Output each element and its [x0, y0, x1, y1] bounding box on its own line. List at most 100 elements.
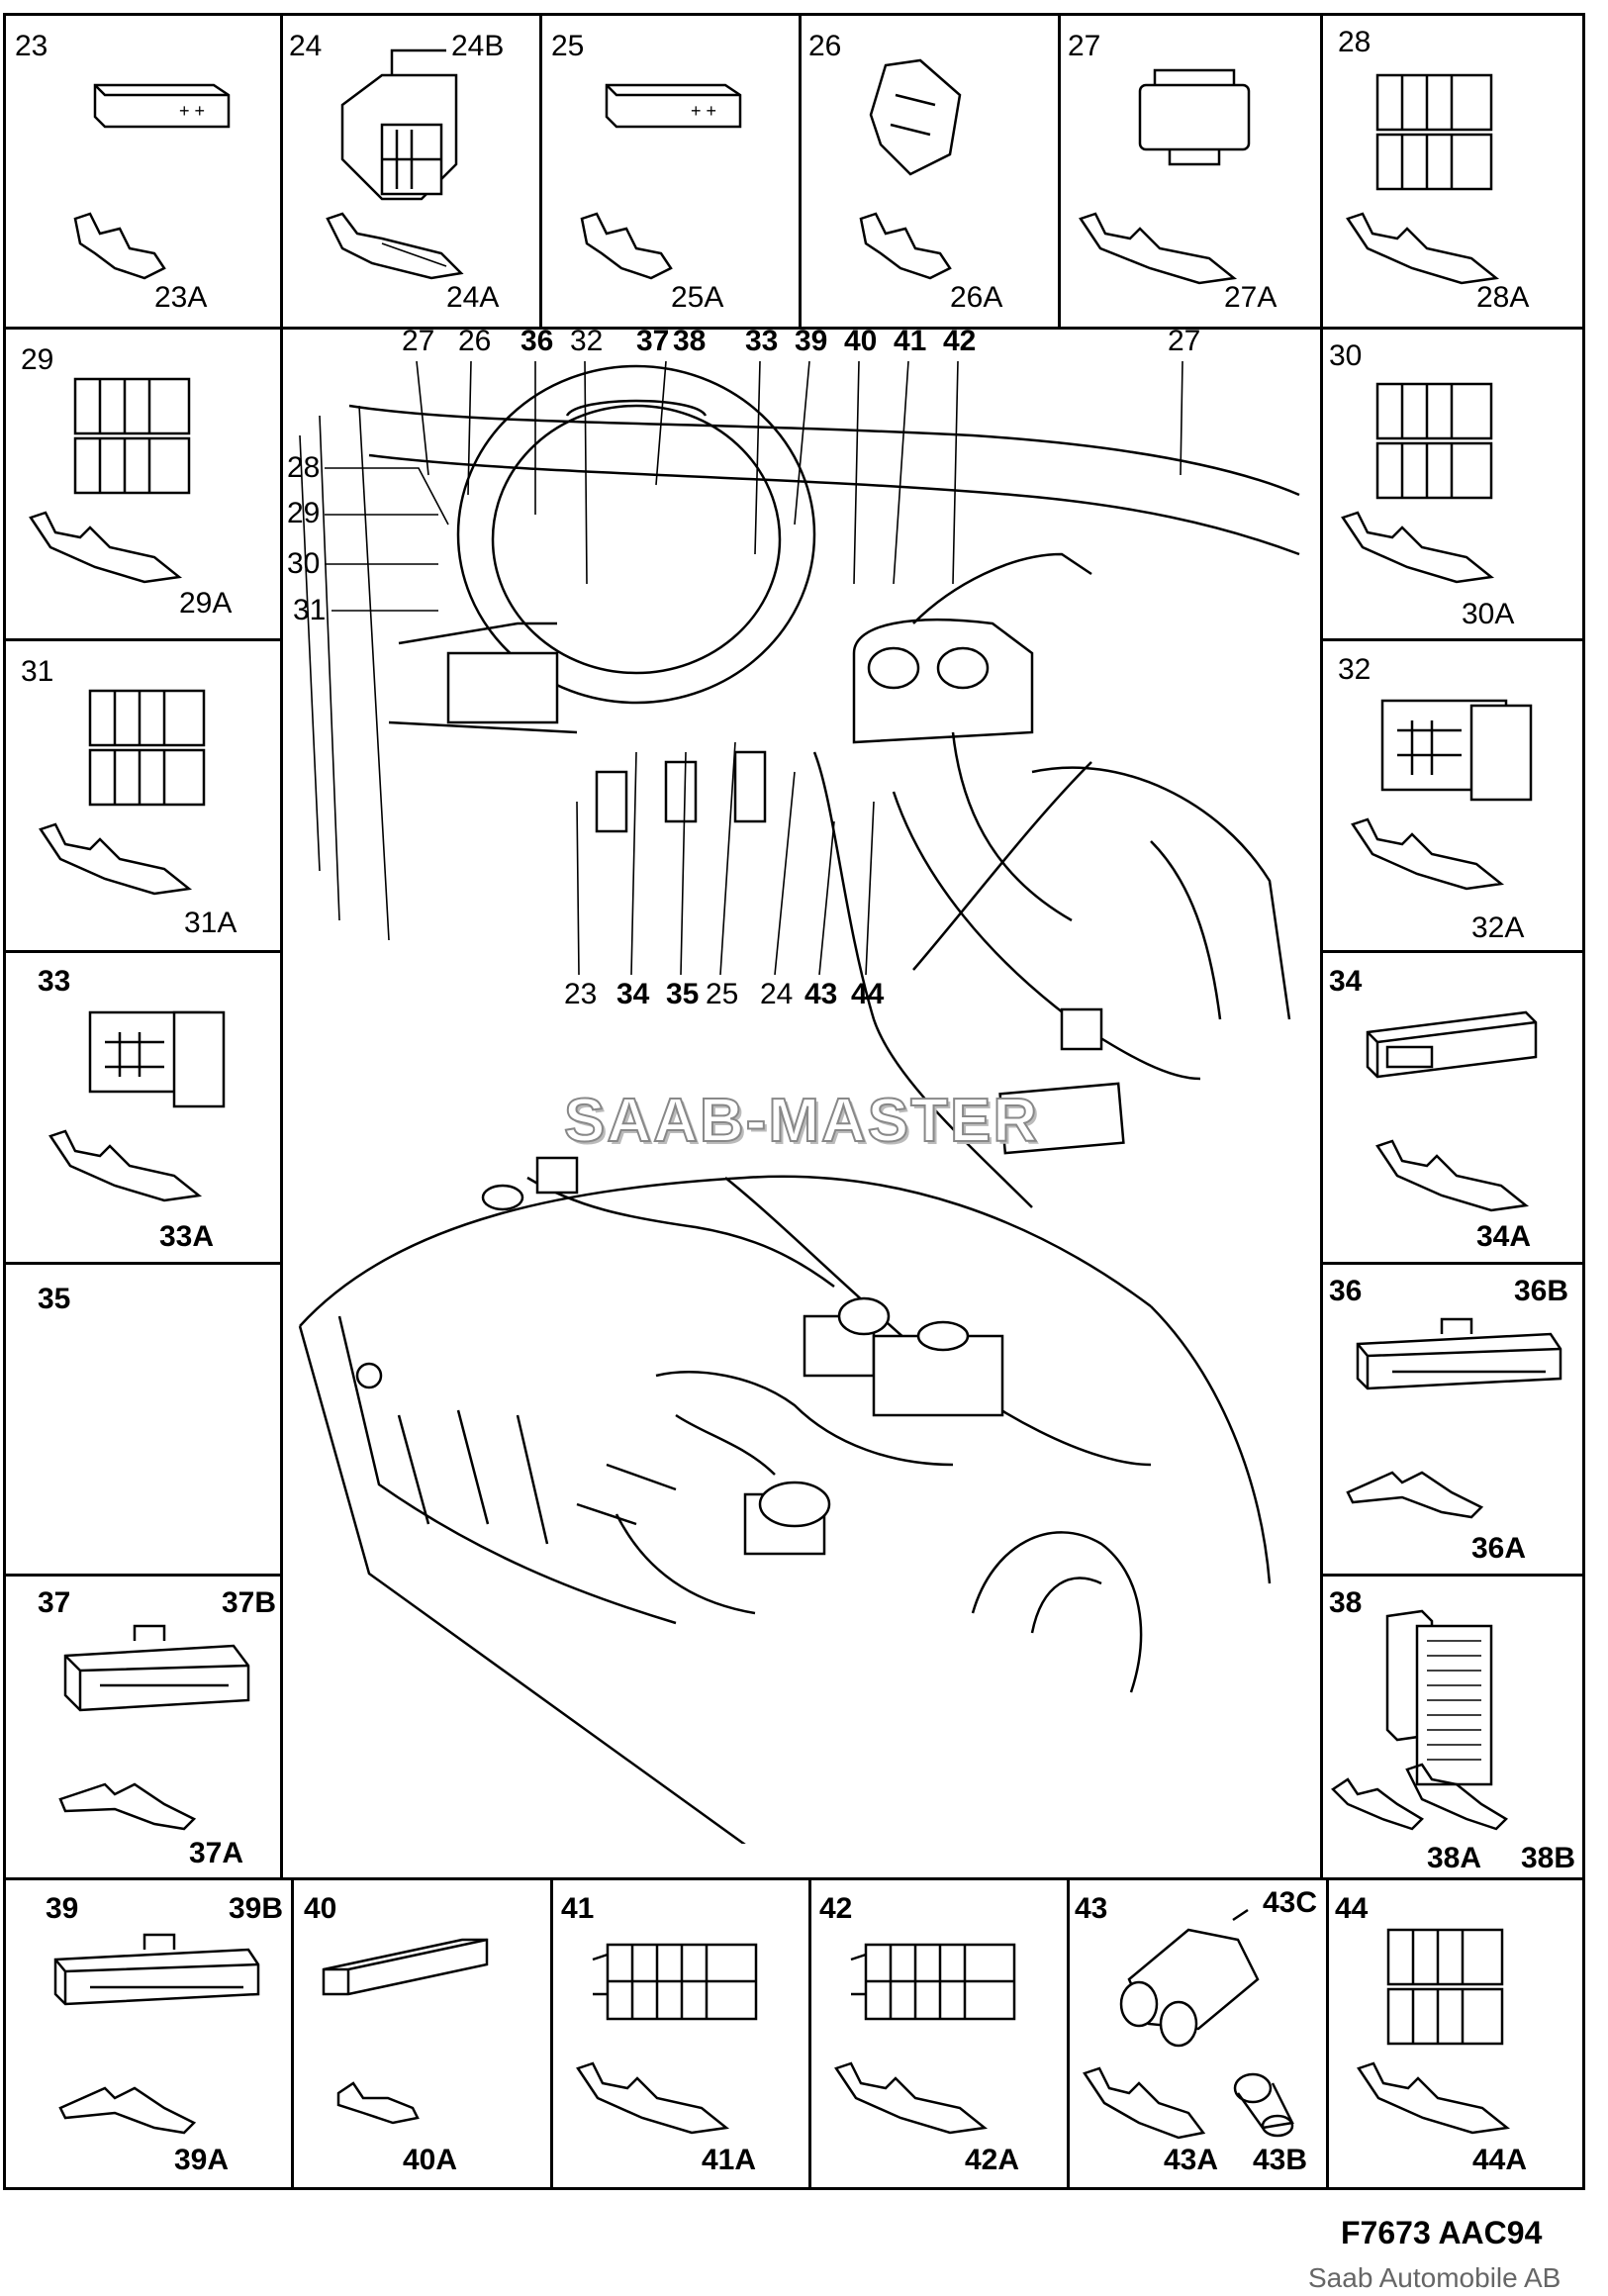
pin-label: 38A: [1427, 1842, 1482, 1874]
cell-number: 25: [551, 30, 585, 62]
pin-label: 36A: [1471, 1532, 1527, 1565]
callout-29: 29: [287, 497, 321, 529]
pin-label: 34A: [1476, 1220, 1532, 1253]
figure-code: F7673 AAC94: [1341, 2215, 1543, 2250]
housing-drawing: [53, 1933, 260, 2006]
housing-drawing: [1356, 1317, 1562, 1390]
terminal-drawing: [48, 1129, 203, 1202]
callout-25: 25: [706, 978, 739, 1010]
callout-23: 23: [564, 978, 598, 1010]
cell-number: 32: [1338, 653, 1372, 686]
connector-cell-28: 28 28A: [1320, 13, 1585, 330]
cell-number: 27: [1068, 30, 1101, 62]
housing-drawing: [88, 689, 206, 807]
callout-30: 30: [287, 547, 321, 580]
sub-label: 37B: [222, 1586, 277, 1619]
callout-26: 26: [458, 325, 492, 357]
connector-cell-32: 32 32A: [1320, 638, 1585, 953]
callout-27-right: 27: [1168, 325, 1201, 357]
callout-40: 40: [844, 325, 878, 357]
pin-label: 42A: [965, 2144, 1020, 2176]
dashboard-and-engine-bay-outline: [298, 364, 1300, 1844]
callout-43: 43: [804, 978, 838, 1010]
cell-number: 31: [21, 655, 54, 688]
cell-number: 30: [1329, 339, 1363, 372]
callout-24: 24: [760, 978, 794, 1010]
cell-number: 41: [561, 1892, 595, 1925]
cell-number: 39: [46, 1892, 79, 1925]
connector-cell-27: 27 27A: [1058, 13, 1323, 330]
connector-cell-36: 36 36B 36A: [1320, 1262, 1585, 1577]
callout-36: 36: [520, 325, 554, 357]
housing-drawing: [1375, 382, 1493, 500]
pin-label: 43A: [1164, 2144, 1219, 2176]
connector-cell-37: 37 37B 37A: [3, 1574, 283, 1880]
sub-label: 39B: [229, 1892, 284, 1925]
cell-number: 42: [819, 1892, 853, 1925]
housing-drawing: + +: [605, 83, 742, 129]
connector-cell-41: 41 41A: [550, 1877, 811, 2190]
pin-label: 37A: [189, 1837, 244, 1869]
cell-number: 24: [289, 30, 323, 62]
connector-cell-30: 30 30A: [1320, 327, 1585, 641]
housing-drawing: [592, 1943, 758, 2021]
pin-label: 39A: [174, 2144, 230, 2176]
callout-28: 28: [287, 451, 321, 484]
pin-label-2: 38B: [1521, 1842, 1576, 1874]
terminal-drawing: [1351, 817, 1505, 891]
pin-label: 24A: [446, 281, 500, 314]
terminal-drawing: [29, 511, 183, 584]
cell-number: 40: [304, 1892, 337, 1925]
terminal-drawing: [58, 1782, 197, 1831]
cell-number: 29: [21, 343, 54, 376]
terminal-drawing: [576, 2061, 730, 2135]
housing-drawing: [869, 58, 962, 176]
callout-38: 38: [673, 325, 707, 357]
pin-label: 32A: [1471, 911, 1525, 944]
pin-label: 41A: [702, 2144, 757, 2176]
callout-leader-lines: [325, 360, 1183, 976]
cell-number: 38: [1329, 1586, 1363, 1619]
cell-number: 26: [808, 30, 842, 62]
connector-cell-25: 25 + + 25A: [539, 13, 802, 330]
callout-33: 33: [745, 325, 779, 357]
pin-label: 25A: [671, 281, 724, 314]
callout-37: 37: [636, 325, 670, 357]
connector-cell-31: 31 31A: [3, 638, 283, 953]
housing-drawing: [88, 1010, 226, 1108]
connector-cell-42: 42 42A: [808, 1877, 1070, 2190]
connector-cell-26: 26 26A: [799, 13, 1061, 330]
callout-27: 27: [402, 325, 435, 357]
callout-32: 32: [570, 325, 604, 357]
callout-41: 41: [894, 325, 927, 357]
pin-label: 40A: [403, 2144, 458, 2176]
connector-cell-44: 44 44A: [1326, 1877, 1585, 2190]
housing-drawing: [73, 377, 191, 495]
terminal-drawing: [1346, 212, 1500, 285]
terminal-drawing: [859, 212, 952, 280]
callout-34: 34: [616, 978, 650, 1010]
pin-label: 30A: [1462, 598, 1515, 630]
terminal-drawing: [1375, 1139, 1530, 1212]
terminal-drawing: [580, 212, 673, 280]
cell-number: 34: [1329, 965, 1363, 998]
cell-number: 33: [38, 965, 71, 998]
connector-cell-39: 39 39B 39A: [3, 1877, 294, 2190]
pin-label: 26A: [950, 281, 1003, 314]
housing-drawing: [1385, 1609, 1493, 1786]
vehicle-overview-drawing: 27 26 36 32 37 38 33 39 40 41 42 27 28 2…: [280, 327, 1320, 1844]
terminal-drawing: [73, 212, 166, 280]
terminal-drawing: [39, 822, 193, 896]
connector-cell-23: 23 + + 23A: [3, 13, 283, 330]
housing-drawing: + +: [93, 83, 231, 129]
connector-cell-40: 40 40A: [291, 1877, 553, 2190]
housing-drawing: [340, 48, 458, 201]
pin-label: 44A: [1472, 2144, 1528, 2176]
terminal-drawing: [1357, 2061, 1511, 2135]
pin-label: 28A: [1476, 281, 1530, 314]
sub-label: 24B: [451, 30, 505, 62]
cell-number: 23: [15, 30, 48, 62]
housing-drawing: [63, 1624, 250, 1712]
pin-label: 23A: [154, 281, 208, 314]
connector-cell-33: 33 33A: [3, 950, 283, 1265]
